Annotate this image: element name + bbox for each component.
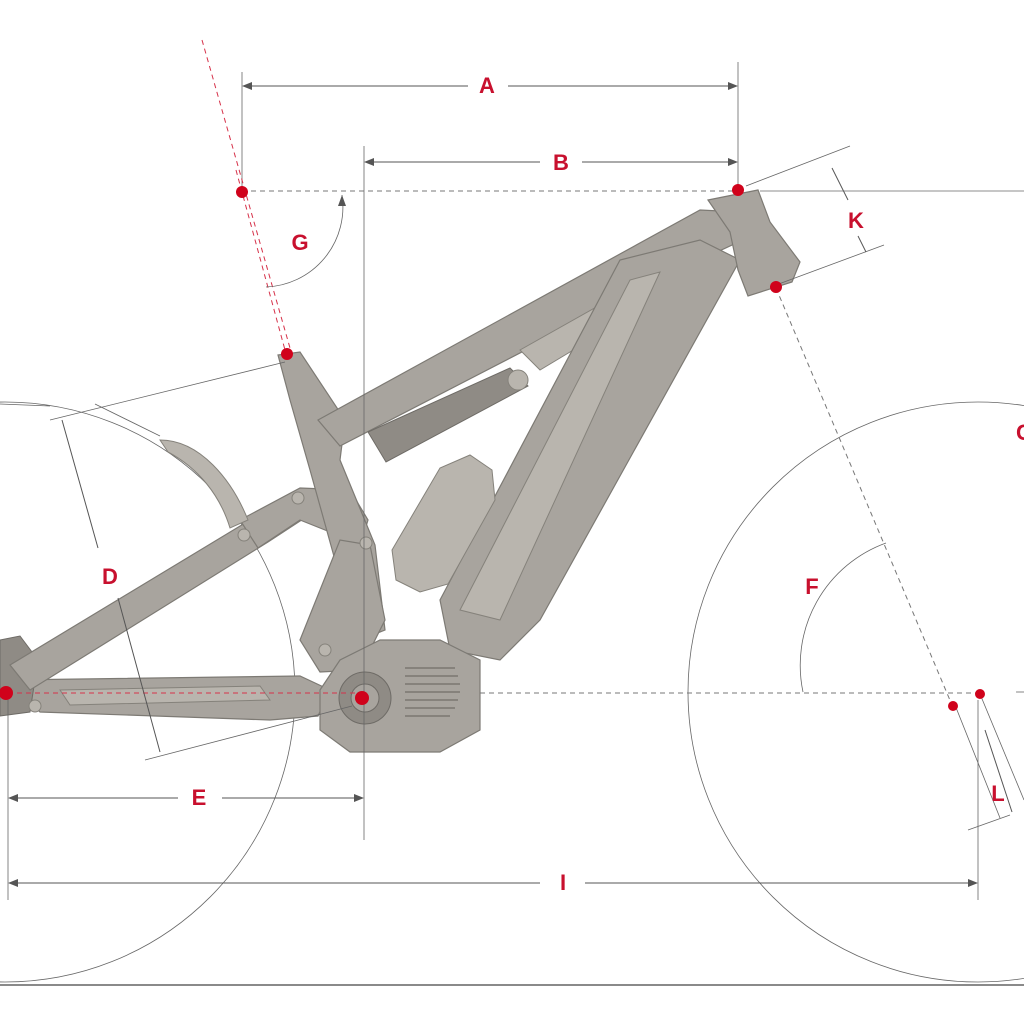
seat-tube-point [281,348,293,360]
head-top-point [732,184,744,196]
water-bottle [391,454,496,593]
label-e: E [192,785,207,810]
label-b: B [553,150,569,175]
label-d: D [102,564,118,589]
head-tube [706,189,801,297]
label-k: K [848,208,864,233]
measurement-points [0,184,985,711]
front-axle-point [975,689,985,699]
down-tube-highlight [459,271,661,621]
motor-fins [405,667,460,717]
head-bottom-point [770,281,782,293]
seat-top-point [236,186,248,198]
label-g: G [291,230,308,255]
label-l: L [991,781,1004,806]
bike-frame [0,189,801,753]
dimension-labels: A B G K D F E I L C [102,73,1024,895]
geometry-lines [0,39,1024,900]
pivot-2 [237,528,251,542]
label-f: F [805,574,818,599]
pivot-3 [359,536,373,550]
pivot-1 [291,491,305,505]
bottom-bracket-point [355,691,369,705]
pivot-5 [28,699,42,713]
shock-mount [507,369,529,391]
pivot-4 [318,643,332,657]
front-axle-offset-point [948,701,958,711]
label-i: I [560,870,566,895]
rear-shock [367,367,529,463]
label-c-partial: C [1016,420,1024,445]
rear-axle-point [0,686,13,700]
front-wheel [687,401,1024,983]
label-a: A [479,73,495,98]
chainstay-highlight [59,685,271,706]
mudguard-fin [159,439,249,529]
